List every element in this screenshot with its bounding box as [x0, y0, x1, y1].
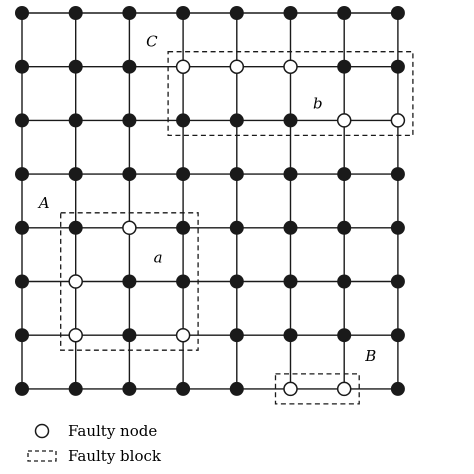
grid-node [68, 167, 83, 182]
faulty-node [175, 327, 191, 343]
grid-node [122, 113, 137, 128]
grid-node [122, 59, 137, 74]
grid-node [15, 381, 29, 396]
grid-lines [21, 12, 399, 390]
faulty-node [175, 59, 191, 74]
grid-node [122, 167, 137, 182]
grid-node [122, 6, 137, 20]
grid-node [390, 220, 405, 235]
grid-node [15, 220, 29, 235]
grid-node [229, 381, 244, 396]
grid-node [283, 328, 298, 343]
grid-node [122, 328, 137, 343]
grid-node [122, 381, 137, 396]
legend-faulty-node-label: Faulty node [68, 422, 157, 440]
faulty-blocks [60, 51, 414, 405]
grid-node [337, 59, 352, 74]
grid-node [15, 6, 29, 20]
grid-node [15, 167, 29, 182]
faulty-node [390, 113, 406, 128]
grid-node [337, 220, 352, 235]
grid-node [390, 59, 405, 74]
grid-node [229, 6, 244, 20]
faulty-node [229, 59, 245, 74]
faulty-block-a [60, 212, 199, 351]
grid-node [68, 6, 83, 20]
faulty-node [122, 220, 137, 236]
grid-node [337, 328, 352, 343]
grid-node [337, 274, 352, 289]
grid-node [283, 220, 298, 235]
grid-node [15, 59, 29, 74]
grid-node [176, 6, 191, 20]
faulty-block-b [274, 373, 360, 405]
legend: Faulty node Faulty block [27, 422, 162, 465]
faulty-node [68, 327, 83, 343]
grid-node [68, 113, 83, 128]
grid-node [15, 113, 29, 128]
grid-node [229, 328, 244, 343]
grid-node [283, 6, 298, 20]
faulty-node [283, 381, 298, 397]
grid-node [229, 167, 244, 182]
grid-node [68, 220, 83, 235]
grid-nodes [15, 6, 406, 397]
legend-faulty-node-icon [34, 423, 50, 439]
grid-node [283, 274, 298, 289]
block-label-a: A [37, 194, 50, 212]
block-inner-label-a: a [154, 249, 163, 267]
grid-node [122, 274, 137, 289]
grid-node [176, 220, 191, 235]
block-labels: Aa CbB [37, 33, 377, 365]
grid-node [390, 328, 405, 343]
grid-node [176, 113, 191, 128]
faulty-node [336, 113, 352, 128]
grid-node [229, 220, 244, 235]
faulty-node [283, 59, 298, 74]
grid-node [283, 167, 298, 182]
faulty-block-c [167, 51, 414, 137]
faulty-node [336, 381, 352, 397]
grid-node [337, 167, 352, 182]
grid-node [176, 167, 191, 182]
block-label-c: C [146, 33, 158, 51]
legend-faulty-block-icon [27, 450, 57, 462]
grid-node [68, 381, 83, 396]
grid-node [390, 381, 405, 396]
grid-node [283, 113, 298, 128]
grid-node [229, 274, 244, 289]
grid-node [229, 113, 244, 128]
grid-node [68, 59, 83, 74]
grid-node [390, 6, 405, 20]
grid-node [337, 6, 352, 20]
faulty-node [68, 274, 83, 289]
grid-node [390, 167, 405, 182]
legend-faulty-block-label: Faulty block [68, 447, 162, 465]
grid-node [15, 328, 29, 343]
block-inner-label-c: b [313, 95, 323, 113]
grid-node [176, 274, 191, 289]
grid-node [15, 274, 29, 289]
grid-node [176, 381, 191, 396]
block-label-b: B [364, 347, 376, 365]
grid-node [390, 274, 405, 289]
